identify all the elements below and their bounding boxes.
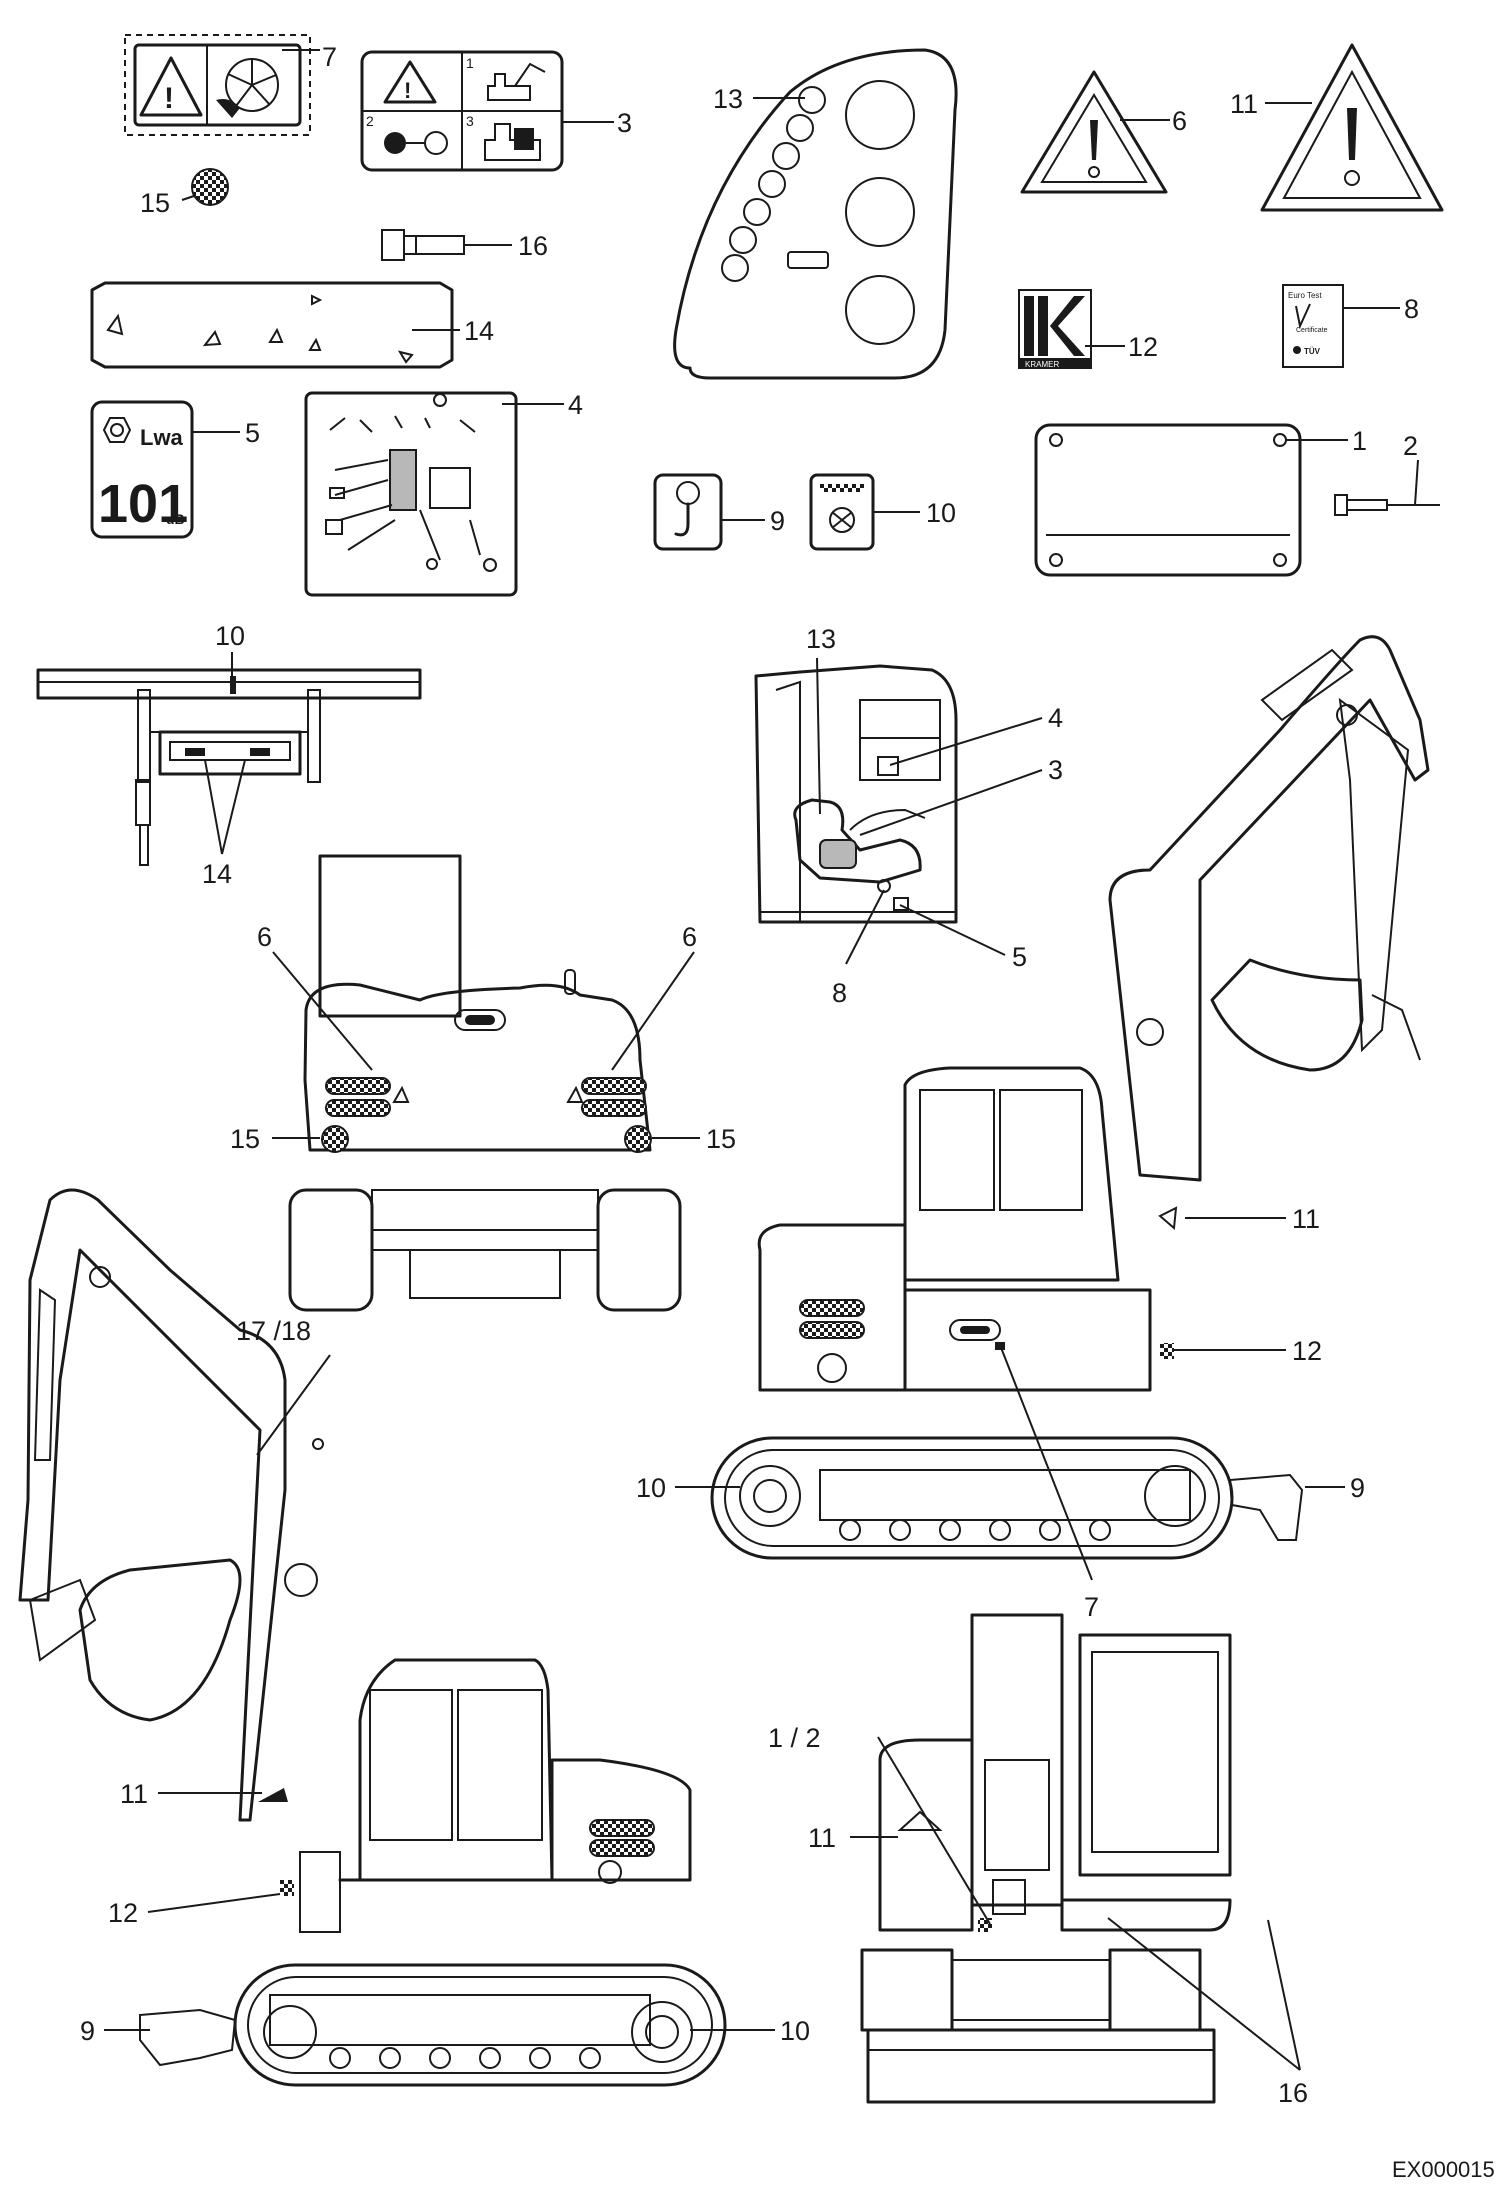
callout-left-12: 12	[108, 1898, 138, 1928]
panel3-number-3: 3	[466, 113, 474, 129]
callout-cab-3: 3	[1048, 755, 1063, 785]
decal-10-tie-down	[809, 473, 875, 551]
cert-line-3: TÜV	[1304, 347, 1321, 356]
callout-5: 5	[245, 418, 260, 448]
view-front	[860, 1613, 1232, 2104]
noise-value: 101	[98, 474, 188, 534]
panel3-number-1: 1	[466, 55, 474, 71]
part-1-type-plate	[1034, 423, 1302, 577]
decal-5-noise-level: Lwa 101 dB	[90, 400, 194, 539]
decal-13-instrument-panel	[673, 48, 958, 380]
callout-rear-15b: 15	[706, 1124, 736, 1154]
callout-front-11: 11	[808, 1823, 836, 1853]
svg-text:!: !	[404, 78, 411, 103]
panel3-number-2: 2	[366, 113, 374, 129]
callout-cab-8: 8	[832, 978, 847, 1008]
decal-6-warning-triangle	[1020, 70, 1168, 194]
callout-12: 12	[1128, 332, 1158, 362]
callout-left-11: 11	[120, 1779, 148, 1809]
callout-rear-6b: 6	[682, 922, 697, 952]
callout-front-12: 1 / 2	[768, 1723, 821, 1753]
callout-rear-15a: 15	[230, 1124, 260, 1154]
callout-3: 3	[617, 108, 632, 138]
callout-9: 9	[770, 506, 785, 536]
decal-8-certificate: Euro Test Certificate TÜV	[1282, 284, 1344, 368]
callout-front-16: 16	[1278, 2078, 1308, 2108]
cert-line-1: Euro Test	[1288, 291, 1322, 300]
callout-1: 1	[1352, 426, 1367, 456]
decal-9-lifting-point	[653, 473, 723, 551]
callout-15: 15	[140, 188, 170, 218]
part-16-bolt	[381, 229, 465, 261]
figure-code: EX000015	[1392, 2157, 1495, 2182]
noise-unit: dB	[166, 511, 185, 527]
callout-4: 4	[568, 390, 583, 420]
brand-strip-text: KRAMER	[1025, 360, 1059, 369]
fan-blade-icon	[216, 58, 279, 118]
cert-line-2: Certificate	[1296, 327, 1328, 334]
callout-right-11: 11	[1292, 1204, 1320, 1234]
callout-10: 10	[926, 498, 956, 528]
view-rear	[288, 854, 682, 1312]
callout-cab-13: 13	[806, 624, 836, 654]
callout-14: 14	[464, 316, 494, 346]
callout-left-9: 9	[80, 2016, 95, 2046]
callout-right-9: 9	[1350, 1473, 1365, 1503]
callout-13: 13	[713, 84, 743, 114]
decal-4-control-pattern	[304, 391, 518, 597]
callout-right-12: 12	[1292, 1336, 1322, 1366]
callout-right-10: 10	[636, 1473, 666, 1503]
view-left-side	[18, 1188, 727, 2087]
callout-16: 16	[518, 231, 548, 261]
view-right-side	[710, 635, 1430, 1560]
callout-left-10: 10	[780, 2016, 810, 2046]
decal-12-brand-badge	[1018, 289, 1092, 369]
key-ignition-icon	[384, 131, 448, 155]
callout-right-7: 7	[1084, 1592, 1099, 1622]
callout-cab-5: 5	[1012, 942, 1027, 972]
part-2-rivet	[1334, 494, 1440, 516]
decal-7-fan-warning: !	[124, 34, 311, 136]
view-cab-interior	[754, 664, 958, 924]
view-frame-top	[36, 668, 422, 866]
decal-11-warning-triangle	[1260, 43, 1444, 212]
callout-frame-14: 14	[202, 859, 232, 889]
excavator-pictogram-icon	[487, 62, 546, 101]
callout-rear-6a: 6	[257, 922, 272, 952]
svg-text:!: !	[164, 82, 174, 115]
decal-14-strip	[90, 281, 454, 369]
excavator-pictogram-icon	[484, 123, 541, 161]
callout-7: 7	[322, 42, 337, 72]
callout-2: 2	[1403, 431, 1418, 461]
decal-15-reflector	[191, 168, 229, 206]
callout-frame-10: 10	[215, 621, 245, 651]
callout-left-1718: 17 /18	[236, 1316, 311, 1346]
callout-11: 11	[1230, 89, 1258, 119]
callout-8: 8	[1404, 294, 1419, 324]
callout-cab-4: 4	[1048, 703, 1063, 733]
callout-6: 6	[1172, 106, 1187, 136]
noise-symbol: Lwa	[140, 425, 184, 450]
decal-3-operating-instructions: ! 1 2 3	[360, 50, 564, 172]
